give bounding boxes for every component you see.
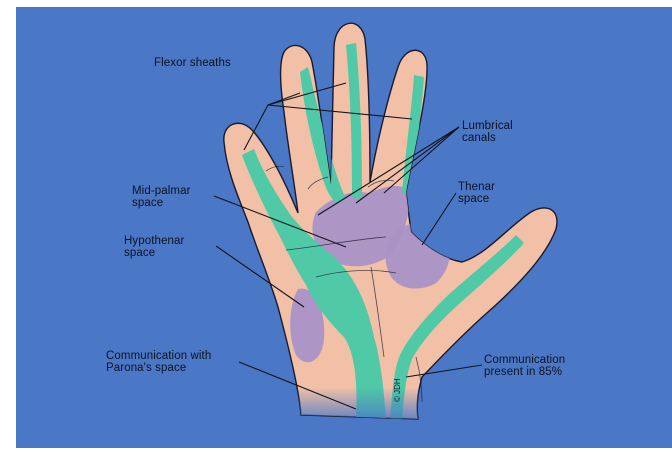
label-flexor-sheaths-text: Flexor sheaths: [154, 57, 231, 69]
label-present-line1: Communication: [484, 354, 565, 366]
label-mid-palmar-space: Mid-palmar space: [132, 185, 191, 209]
label-thenar-line2: space: [458, 193, 495, 205]
label-communication-parona: Communication with Parona's space: [106, 350, 211, 374]
label-hypothenar-line2: space: [124, 247, 184, 259]
label-flexor-sheaths: Flexor sheaths: [154, 57, 231, 69]
label-hypothenar-line1: Hypothenar: [124, 235, 184, 247]
label-lumbrical-canals: Lumbrical canals: [462, 120, 513, 144]
label-parona-line2: Parona's space: [106, 362, 211, 374]
label-lumbrical-line1: Lumbrical: [462, 120, 513, 132]
diagram-panel: © JDH: [16, 7, 672, 448]
copyright-mark: © JDH: [393, 378, 402, 402]
label-present-line2: present in 85%: [484, 366, 565, 378]
label-parona-line1: Communication with: [106, 350, 211, 362]
label-thenar-space: Thenar space: [458, 181, 495, 205]
label-communication-present: Communication present in 85%: [484, 354, 565, 378]
label-lumbrical-line2: canals: [462, 132, 513, 144]
label-mid-palmar-line1: Mid-palmar: [132, 185, 191, 197]
label-hypothenar-space: Hypothenar space: [124, 235, 184, 259]
copyright-text: © JDH: [393, 378, 402, 402]
label-mid-palmar-line2: space: [132, 197, 191, 209]
label-thenar-line1: Thenar: [458, 181, 495, 193]
